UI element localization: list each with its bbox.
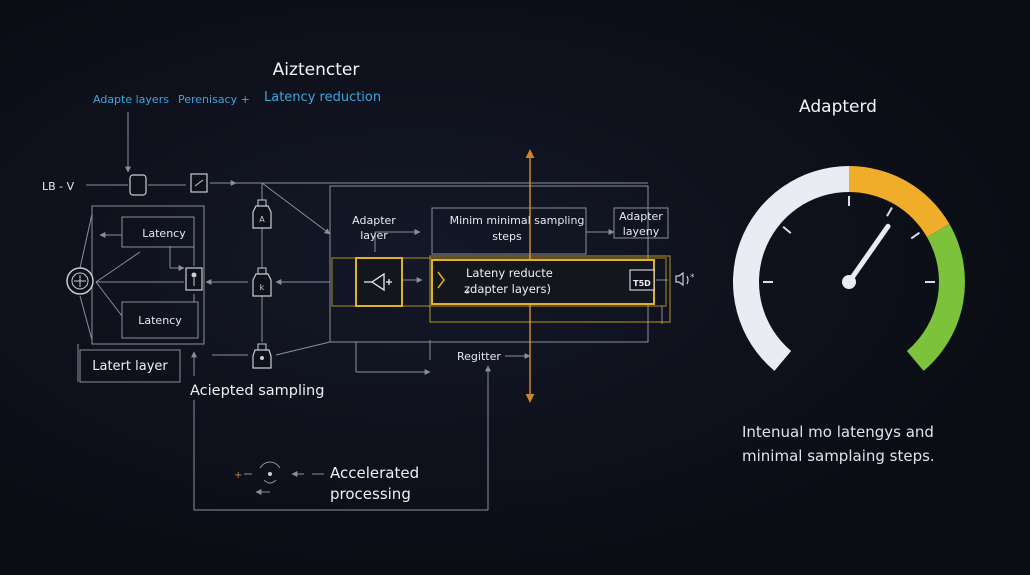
- hub-network-icon[interactable]: [66, 267, 94, 295]
- t5d-chip-icon[interactable]: T5D: [629, 269, 655, 291]
- latency-bottom-label: Latency: [138, 314, 182, 327]
- latent-layer-box[interactable]: [79, 349, 181, 383]
- svg-text:A: A: [259, 215, 265, 224]
- adapter-triangle-icon: [364, 272, 392, 292]
- gauge-needle: [846, 223, 891, 285]
- latency-reducte-label-2: ʑdapter layers): [464, 282, 551, 296]
- gauge-tick: [886, 207, 893, 217]
- accelerated-label-1: Accelerated: [330, 464, 419, 482]
- gauge-hub: [842, 275, 856, 289]
- speaker-output-icon: *: [675, 271, 695, 287]
- chevron-right-icon: [437, 271, 445, 289]
- adapter-layer-label-1: Adapter: [352, 214, 396, 227]
- accepted-sampling-label: Aciepted sampling: [190, 383, 324, 399]
- gauge-segment-low: [733, 166, 849, 371]
- connector-lines: [77, 112, 669, 511]
- gauge-tick: [782, 225, 792, 234]
- gauge-caption-line1: Intenual mo latengys and: [742, 423, 934, 441]
- svg-text:k: k: [260, 283, 265, 292]
- label-lb-v: LB - V: [42, 180, 75, 193]
- gauge-title: Adapterd: [799, 97, 877, 117]
- gauge-caption-line2: minimal samplaing steps.: [742, 447, 935, 465]
- label-adapte-layers: Adapte layers: [93, 93, 169, 106]
- adapter-layer-label-2: layer: [360, 229, 388, 242]
- adapter-layer-box[interactable]: [355, 257, 403, 307]
- label-latency-reduction: Latency reduction: [264, 90, 381, 105]
- svg-text:+: +: [234, 470, 242, 481]
- adapter-layeny-label-2: layeny: [623, 225, 660, 238]
- accelerate-wave-icon: +: [234, 470, 272, 481]
- minimal-sampling-label-2: steps: [492, 230, 522, 243]
- bottle-a-icon[interactable]: A: [252, 199, 272, 229]
- phone-node-icon[interactable]: [129, 174, 147, 196]
- regitter-label: Regitter: [457, 350, 501, 363]
- adapter-layeny-label-1: Adapter: [619, 210, 663, 223]
- latency-top-box[interactable]: [121, 216, 195, 248]
- latency-reducte-label-1: Lateny reducte: [466, 266, 553, 280]
- latency-gauge: [733, 166, 965, 371]
- svg-text:T5D: T5D: [633, 279, 651, 288]
- bottle-person-icon[interactable]: [252, 343, 272, 369]
- gauge-tick: [910, 231, 921, 240]
- diagram-title: Aiztencter: [273, 60, 360, 80]
- gauge-segment-mid: [849, 166, 950, 237]
- latency-bottom-box[interactable]: [121, 301, 199, 339]
- svg-text:*: *: [690, 273, 695, 283]
- minimal-sampling-label-1: Minim minimal sampling: [450, 214, 585, 227]
- latent-layer-label: Latert layer: [92, 359, 168, 374]
- device-node-icon[interactable]: [190, 173, 208, 193]
- label-perenisacy: Perenisacy +: [178, 93, 250, 106]
- latency-top-label: Latency: [142, 227, 186, 240]
- highlight-band: [331, 255, 671, 323]
- gauge-segment-high: [906, 224, 965, 371]
- person-node-icon[interactable]: [185, 267, 203, 291]
- accelerated-label-2: processing: [330, 485, 411, 503]
- bottle-k-icon[interactable]: k: [252, 267, 272, 297]
